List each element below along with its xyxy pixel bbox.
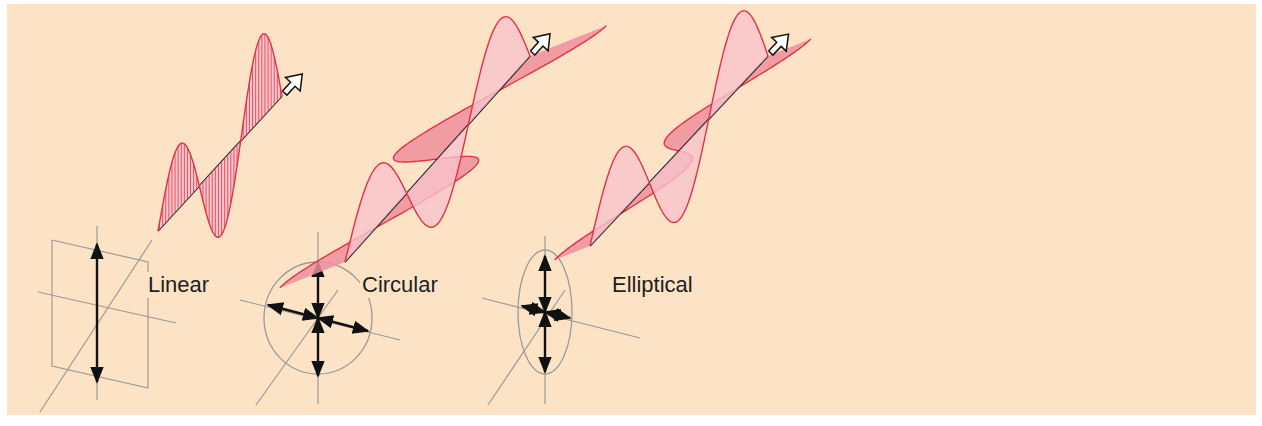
polarization-label: Circular bbox=[360, 272, 440, 298]
field-hatch bbox=[171, 162, 172, 216]
vertical-field-wave-fill bbox=[345, 17, 530, 262]
electric-field-wave bbox=[158, 34, 282, 238]
vertical-field-wave bbox=[345, 17, 530, 262]
polarization-label: Linear bbox=[146, 272, 211, 298]
field-hatch bbox=[227, 155, 228, 217]
field-vector-arrow bbox=[268, 305, 318, 318]
field-hatch bbox=[184, 144, 185, 202]
field-hatch bbox=[206, 179, 207, 213]
propagation-arrow bbox=[525, 27, 557, 60]
field-hatch bbox=[212, 172, 213, 231]
background-panel bbox=[7, 4, 1256, 415]
field-hatch bbox=[209, 175, 210, 223]
field-vector-arrow bbox=[318, 318, 368, 331]
vertical-field-wave-fill bbox=[590, 11, 768, 246]
polarization-label: Elliptical bbox=[610, 272, 695, 298]
field-vector-arrow bbox=[545, 312, 570, 318]
vertical-axis bbox=[96, 226, 97, 400]
field-hatch bbox=[252, 65, 253, 129]
field-hatch bbox=[181, 143, 182, 205]
propagation-axis bbox=[256, 290, 338, 405]
propagation-arrow bbox=[763, 27, 795, 60]
field-hatch bbox=[168, 175, 169, 220]
field-hatch bbox=[264, 34, 265, 115]
field-hatch bbox=[190, 155, 191, 196]
field-hatch bbox=[261, 35, 262, 118]
field-vector-arrow bbox=[522, 306, 545, 312]
field-hatch bbox=[175, 153, 176, 213]
field-vector-arrow bbox=[544, 312, 546, 372]
field-hatch bbox=[255, 51, 256, 125]
field-hatch bbox=[249, 82, 250, 132]
field-hatch bbox=[221, 162, 222, 235]
propagation-axis bbox=[488, 290, 565, 405]
field-hatch bbox=[193, 164, 194, 192]
field-hatch bbox=[224, 158, 225, 228]
field-vector-arrow bbox=[317, 318, 319, 376]
field-hatch bbox=[274, 57, 275, 105]
propagation-axis bbox=[40, 240, 152, 412]
electric-field-wave-fill bbox=[158, 34, 282, 238]
field-vector-arrow bbox=[96, 244, 98, 382]
propagation-arrow bbox=[277, 67, 309, 100]
field-hatch bbox=[218, 165, 219, 237]
polarization-ellipse bbox=[518, 250, 572, 374]
field-hatch bbox=[268, 37, 269, 111]
field-vector-arrow bbox=[544, 256, 546, 312]
field-hatch bbox=[187, 148, 188, 199]
field-hatch bbox=[230, 152, 231, 203]
field-hatch bbox=[215, 169, 216, 236]
field-hatch bbox=[271, 45, 272, 108]
vertical-field-wave bbox=[590, 11, 768, 246]
horizontal-axis bbox=[482, 298, 640, 338]
field-hatch bbox=[258, 41, 259, 122]
field-hatch bbox=[178, 146, 179, 209]
vertical-axis bbox=[544, 236, 545, 404]
horizontal-axis bbox=[240, 300, 400, 340]
